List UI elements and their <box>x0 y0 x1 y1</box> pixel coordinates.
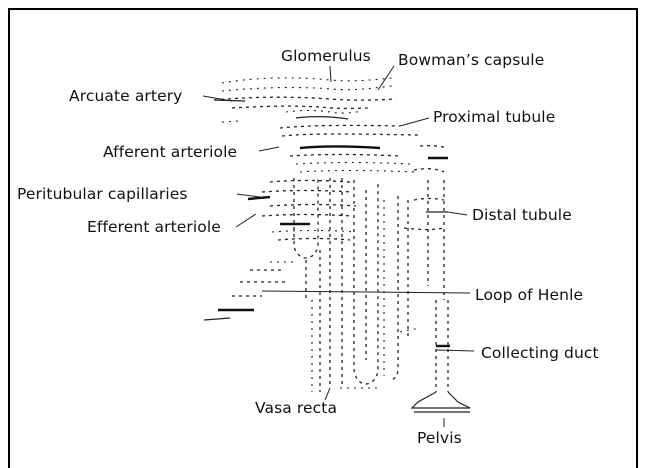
label-proximal-tubule: Proximal tubule <box>433 108 555 126</box>
label-distal-tubule: Distal tubule <box>472 206 572 224</box>
leader-loop-of-henle <box>262 291 470 293</box>
label-pelvis: Pelvis <box>417 429 462 447</box>
label-glomerulus: Glomerulus <box>281 47 371 65</box>
leader-proximal-tubule <box>400 118 429 126</box>
leader-afferent-arteriole <box>259 147 279 151</box>
collecting-duct <box>400 169 470 412</box>
label-vasa-recta: Vasa recta <box>255 399 337 417</box>
peritubular-capillaries <box>248 181 356 241</box>
label-efferent-arteriole: Efferent arteriole <box>87 218 221 236</box>
label-collecting-duct: Collecting duct <box>481 344 599 362</box>
leader-peritubular-capillaries <box>237 194 260 197</box>
label-bowmans-capsule: Bowman’s capsule <box>398 51 544 69</box>
label-afferent-arteriole: Afferent arteriole <box>103 143 237 161</box>
arcuate-vessels <box>214 78 396 122</box>
label-loop-of-henle: Loop of Henle <box>475 286 583 304</box>
leader-glomerulus <box>330 66 331 82</box>
leader-efferent-arteriole <box>236 214 256 227</box>
leader-collecting-duct <box>436 350 474 351</box>
loops-of-henle <box>294 178 408 392</box>
label-arcuate-artery: Arcuate artery <box>69 87 182 105</box>
label-peritubular-capillaries: Peritubular capillaries <box>17 185 188 203</box>
leader-distal-tubule <box>448 212 467 215</box>
